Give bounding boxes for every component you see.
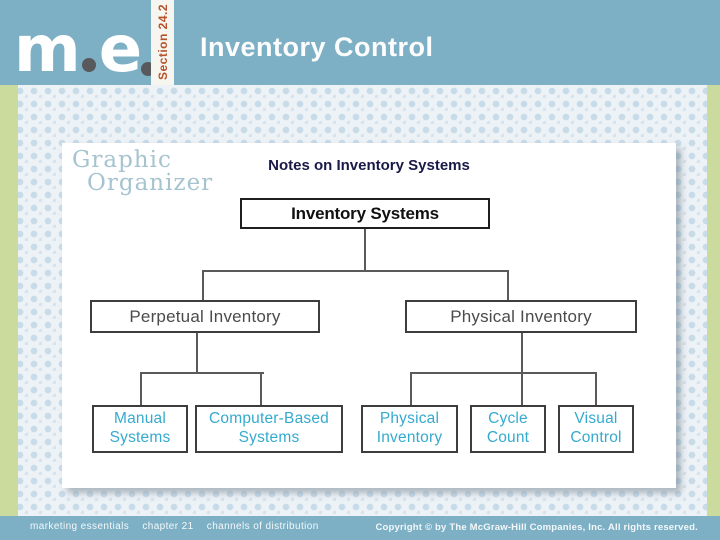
graphic-organizer-brand: Graphic Organizer bbox=[72, 149, 213, 194]
connector-line bbox=[410, 372, 597, 374]
logo-letter-e: e bbox=[98, 12, 142, 87]
slide-body: Graphic Organizer Notes on Inventory Sys… bbox=[0, 85, 720, 516]
node-inventory-systems: Inventory Systems bbox=[240, 198, 490, 229]
logo-dot-icon bbox=[81, 58, 96, 72]
connector-line bbox=[595, 372, 597, 405]
footer-left-text: marketing essentials chapter 21 channels… bbox=[30, 521, 329, 532]
leaf-label-line: Inventory bbox=[376, 429, 443, 446]
logo-letter-m: m bbox=[14, 12, 81, 87]
node-computer-based-systems: Computer-Based Systems bbox=[195, 405, 343, 453]
node-perpetual-inventory: Perpetual Inventory bbox=[90, 300, 320, 333]
connector-line bbox=[140, 372, 264, 374]
leaf-label-line: Visual bbox=[574, 410, 618, 428]
node-visual-control: Visual Control bbox=[558, 405, 634, 453]
connector-line bbox=[260, 372, 262, 405]
slide-title: Inventory Control bbox=[200, 32, 434, 62]
footer-copyright: Copyright © by The McGraw-Hill Companies… bbox=[375, 522, 698, 533]
leaf-label-line: Systems bbox=[238, 429, 300, 446]
connector-line bbox=[410, 372, 412, 405]
footer-bar: marketing essentials chapter 21 channels… bbox=[0, 516, 720, 540]
node-physical-inventory: Physical Inventory bbox=[405, 300, 637, 333]
leaf-label-line: Physical bbox=[379, 410, 440, 428]
leaf-label-line: Count bbox=[486, 429, 530, 446]
footer-book-title: marketing essentials bbox=[30, 521, 130, 532]
leaf-label-line: Cycle bbox=[488, 410, 528, 428]
leaf-label-line: Manual bbox=[113, 410, 167, 428]
section-label: Section 24.2 bbox=[155, 4, 170, 81]
node-manual-systems: Manual Systems bbox=[92, 405, 188, 453]
leaf-label-line: Control bbox=[570, 429, 622, 446]
connector-line bbox=[521, 333, 523, 405]
brand-line2: Organizer bbox=[87, 169, 214, 196]
node-cycle-count: Cycle Count bbox=[470, 405, 546, 453]
leaf-label-line: Systems bbox=[109, 429, 171, 446]
footer-chapter: chapter 21 bbox=[142, 521, 194, 532]
node-physical-inventory-leaf: Physical Inventory bbox=[361, 405, 458, 453]
connector-line bbox=[364, 228, 366, 271]
leaf-label-line: Computer-Based bbox=[209, 410, 329, 428]
connector-line bbox=[196, 333, 198, 374]
footer-chapter-title: channels of distribution bbox=[206, 521, 319, 532]
graphic-organizer-card: Graphic Organizer Notes on Inventory Sys… bbox=[62, 143, 676, 488]
right-accent-stripe bbox=[707, 85, 720, 516]
connector-line bbox=[507, 270, 509, 300]
connector-line bbox=[202, 270, 204, 300]
left-accent-stripe bbox=[0, 85, 18, 516]
card-heading: Notes on Inventory Systems bbox=[268, 157, 470, 174]
me-logo: m e bbox=[14, 6, 156, 87]
brand-line1: Graphic bbox=[72, 147, 172, 173]
slide-header: m e Section 24.2 Inventory Control bbox=[0, 0, 720, 85]
connector-line bbox=[202, 270, 509, 272]
section-tab: Section 24.2 bbox=[151, 0, 174, 85]
connector-line bbox=[140, 372, 142, 405]
